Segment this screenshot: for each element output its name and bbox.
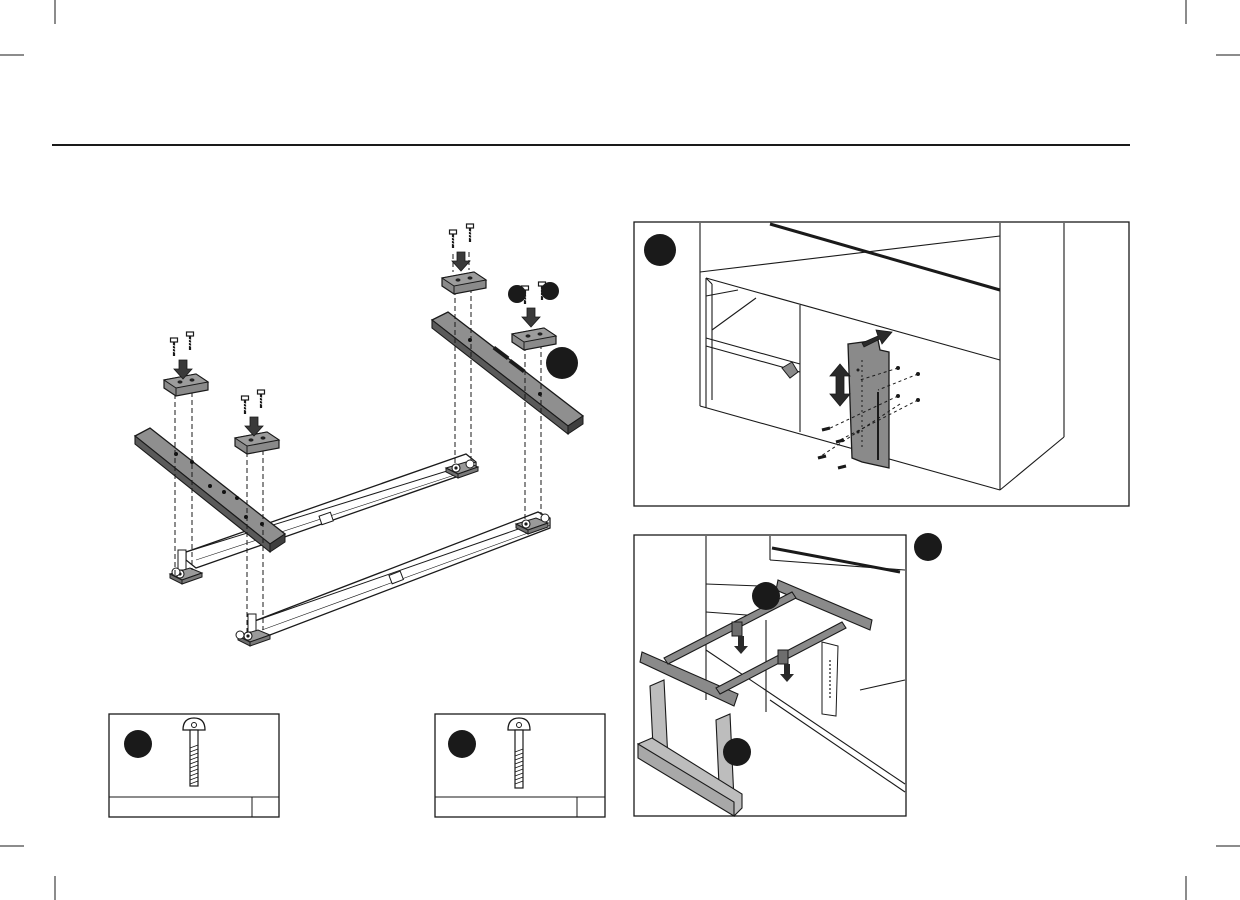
mount-plate-left-front [235, 432, 279, 454]
frame-assembly-diagram [135, 224, 583, 646]
screws [171, 224, 546, 414]
part-callout-large [546, 347, 578, 379]
step-callout [644, 234, 676, 266]
alignment-dashes [175, 252, 541, 635]
front-rail [178, 512, 550, 638]
step-callout-a [752, 582, 780, 610]
mount-plate-right-front [512, 328, 556, 350]
frame-install-panel [634, 533, 942, 816]
part-callout-small-left [508, 285, 526, 303]
mount-plate-left-back [164, 374, 208, 396]
bolt-callout [448, 730, 476, 758]
mount-plate-right-back [442, 272, 486, 294]
bolt-box-left [109, 714, 279, 817]
bolt-box-right [435, 714, 605, 817]
bolt-callout [124, 730, 152, 758]
adjustable-bracket-icon [848, 340, 889, 468]
step-callout [914, 533, 942, 561]
step-callout-b [723, 738, 751, 766]
part-callout-small-right [541, 282, 559, 300]
cabinet-bracket-panel [634, 222, 1129, 506]
